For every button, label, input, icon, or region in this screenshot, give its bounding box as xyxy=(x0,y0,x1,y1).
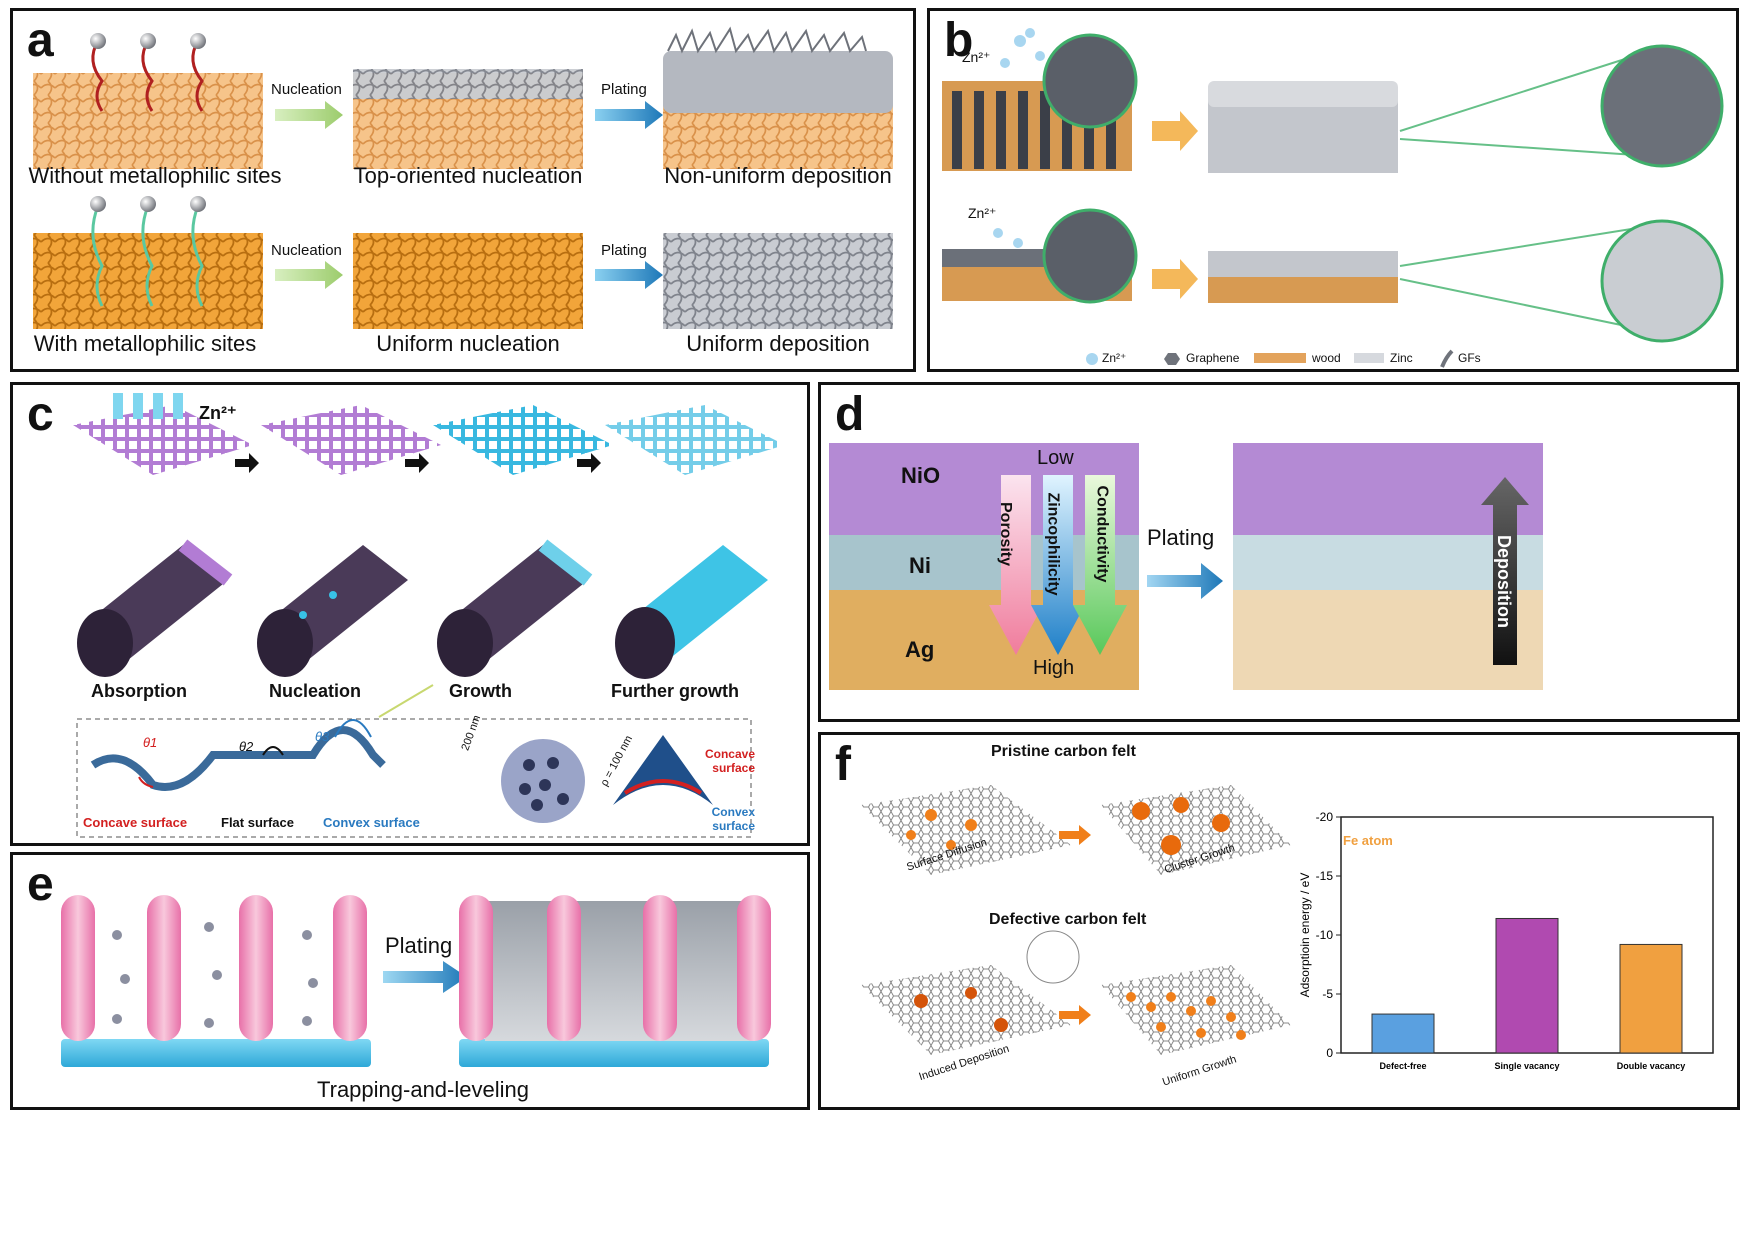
convex-surface-label: Convex surface xyxy=(323,815,420,830)
panel-f: f Pristine carbon felt Defective carbon … xyxy=(818,732,1740,1110)
panel-label: e xyxy=(27,858,54,911)
legend-wood: wood xyxy=(1312,351,1341,365)
panel-d-illustration xyxy=(829,443,1543,690)
theta3-label: θ3 xyxy=(315,729,330,744)
x-tick-label: Defect-free xyxy=(1379,1061,1426,1071)
stage-nucleation: Nucleation xyxy=(269,681,362,701)
stage-further-growth: Further growth xyxy=(611,681,739,701)
flat-surface-label: Flat surface xyxy=(221,815,294,830)
legend-zinc: Zinc xyxy=(1390,351,1413,365)
legend-graphene: Graphene xyxy=(1186,351,1240,365)
caption-with-sites: With metallophilic sites xyxy=(33,331,257,356)
y-tick-label: -20 xyxy=(1316,810,1334,824)
plating-label-d: Plating xyxy=(1147,525,1215,550)
arrow-nucleation-bottom xyxy=(275,261,343,289)
theta1-label: θ1 xyxy=(143,735,158,750)
panel-e-illustration xyxy=(61,895,771,1067)
bar xyxy=(1371,1013,1435,1054)
label-plating-bottom: Plating xyxy=(601,242,647,259)
low-label: Low xyxy=(1037,447,1074,469)
panel-c-illustration xyxy=(73,393,785,838)
panel-f-illustration xyxy=(861,785,1291,1055)
panel-label: b xyxy=(944,14,974,67)
ion-label-c: Zn²⁺ xyxy=(199,403,237,423)
block-uniform-deposition xyxy=(663,233,893,329)
layer-nio: NiO xyxy=(901,463,941,488)
block-top-nucleation xyxy=(353,69,583,169)
caption-non-uniform: Non-uniform deposition xyxy=(664,163,892,188)
block-uniform-nucleation xyxy=(353,233,583,329)
caption-without-sites: Without metallophilic sites xyxy=(28,163,282,188)
block-non-uniform xyxy=(663,26,893,169)
fiber-nucleation xyxy=(257,545,408,677)
bar xyxy=(1619,943,1683,1054)
bar xyxy=(1495,917,1559,1054)
fiber-growth xyxy=(437,539,593,677)
pristine-title: Pristine carbon felt xyxy=(991,743,1136,760)
panel-b: b Zn²⁺ Zn²⁺ Zn²⁺ Graphene wood Zinc GFs xyxy=(927,8,1739,372)
panel-e: e Plating Trapping-and-leveling xyxy=(10,852,810,1110)
panel-label: f xyxy=(835,738,851,791)
y-tick-label: -10 xyxy=(1316,928,1334,942)
fiber-further xyxy=(615,545,768,679)
x-tick-label: Double vacancy xyxy=(1617,1061,1686,1071)
arrow-nucleation-top xyxy=(275,101,343,129)
fe-atom-label: Fe atom xyxy=(1343,833,1393,848)
caption-uniform-nucleation: Uniform nucleation xyxy=(376,331,560,356)
panel-a: a xyxy=(10,8,916,372)
high-label: High xyxy=(1033,657,1075,679)
y-tick-label: -5 xyxy=(1322,987,1333,1001)
y-axis-label: Adsorptioin energy / eV xyxy=(1298,873,1312,998)
y-tick-label: -15 xyxy=(1316,869,1334,883)
label-nucleation-top: Nucleation xyxy=(271,81,342,98)
ion-label-top: Zn²⁺ xyxy=(962,49,991,65)
panel-label: a xyxy=(27,14,54,67)
arrow-plating-top xyxy=(595,101,663,129)
concave-surface-label: Concave surface xyxy=(83,815,188,830)
gradient-conductivity: Conductivity xyxy=(1093,485,1111,583)
ion-label-bottom: Zn²⁺ xyxy=(968,205,997,221)
caption-uniform-deposition: Uniform deposition xyxy=(686,331,870,356)
legend-zn: Zn²⁺ xyxy=(1102,351,1127,365)
stage-absorption: Absorption xyxy=(91,681,187,701)
defective-title: Defective carbon felt xyxy=(989,911,1147,928)
panel-d: d NiO Ni Ag Low High Porosity Zincophili… xyxy=(818,382,1740,722)
label-plating-top: Plating xyxy=(601,81,647,98)
caption-trapping-leveling: Trapping-and-leveling xyxy=(317,1077,529,1102)
panel-a-illustration xyxy=(33,26,893,329)
fiber-absorption xyxy=(77,539,233,677)
caption-top-nucleation: Top-oriented nucleation xyxy=(353,163,583,188)
panel-label: d xyxy=(835,388,865,441)
gradient-porosity: Porosity xyxy=(997,501,1015,567)
y-tick-label: 0 xyxy=(1326,1046,1333,1060)
gradient-zincophilicity: Zincophilicity xyxy=(1044,492,1062,596)
block-without-sites xyxy=(33,33,263,169)
panel-b-illustration xyxy=(942,28,1724,368)
panel-label: c xyxy=(27,388,54,441)
arrow-plating-bottom xyxy=(595,261,663,289)
concave-surface-label-2: Concave surface xyxy=(704,747,755,775)
label-nucleation-bottom: Nucleation xyxy=(271,242,342,259)
block-with-sites xyxy=(33,196,263,329)
stage-growth: Growth xyxy=(449,681,512,701)
plating-label-e: Plating xyxy=(385,933,453,958)
deposition-label: Deposition xyxy=(1494,535,1514,628)
theta2-label: θ2 xyxy=(239,739,254,754)
layer-ag: Ag xyxy=(905,637,935,662)
layer-ni: Ni xyxy=(909,553,931,578)
panel-c: c xyxy=(10,382,810,846)
x-tick-label: Single vacancy xyxy=(1494,1061,1559,1071)
convex-surface-label-2: Convex surface xyxy=(711,805,755,833)
legend-gfs: GFs xyxy=(1458,351,1481,365)
